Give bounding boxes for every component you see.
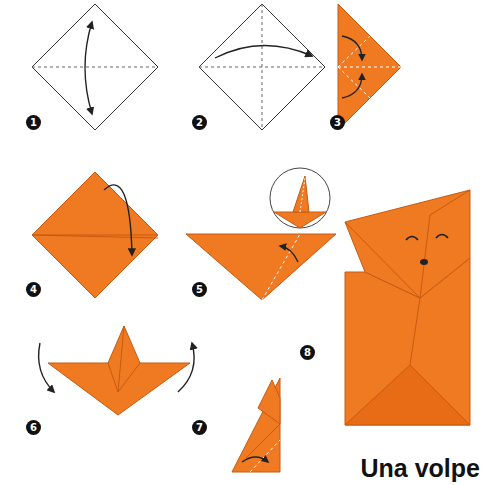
fox-figure bbox=[345, 190, 470, 425]
step-number: 4 bbox=[26, 282, 41, 297]
step-1-square bbox=[32, 4, 158, 130]
caption-text: Una volpe bbox=[361, 454, 480, 483]
step-number: 6 bbox=[26, 420, 41, 435]
step-4-diamond bbox=[32, 172, 158, 298]
step-number: 7 bbox=[192, 420, 207, 435]
step-number: 2 bbox=[192, 115, 207, 130]
step-6-fox-base bbox=[39, 326, 195, 415]
step-number: 8 bbox=[300, 345, 315, 360]
step-7-fox-fold bbox=[232, 378, 280, 472]
step-2-square bbox=[199, 4, 325, 130]
step-number: 5 bbox=[192, 282, 207, 297]
step-5-triangle bbox=[186, 168, 336, 300]
step-3-triangle bbox=[338, 4, 401, 130]
step-number: 1 bbox=[26, 115, 41, 130]
step-number: 3 bbox=[330, 115, 345, 130]
